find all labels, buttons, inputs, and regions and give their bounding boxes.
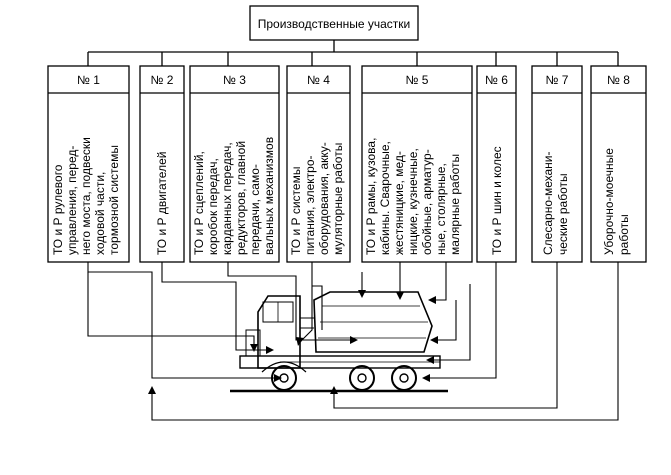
section-line: редукторов, главной	[234, 141, 248, 255]
section-text-3: ТО и Р сцеплений, коробок передач, карда…	[192, 137, 276, 255]
arrow-2	[266, 346, 274, 354]
section-number-4: № 4	[307, 73, 330, 87]
arrow-5	[358, 290, 366, 298]
section-text-7: Слесарно-механи- ческие работы	[541, 151, 570, 255]
section-text-8: Уборочно-моечные работы	[602, 148, 631, 255]
section-line: передачи, само-	[248, 164, 262, 255]
section-line: коробок передач,	[206, 158, 220, 255]
arrowheads	[148, 290, 438, 394]
section-line: питания, электро-	[303, 156, 317, 256]
dump-truck-illustration	[230, 291, 448, 393]
section-box-5	[361, 65, 473, 263]
section-number-3: № 3	[223, 73, 246, 87]
connector-2	[161, 262, 266, 351]
section-number-7: № 7	[546, 73, 569, 87]
section-line: ТО и Р шин и колес	[490, 146, 504, 255]
arrow-4	[296, 337, 304, 346]
section-line: работы	[617, 214, 631, 255]
diagram-title: Производственные участки	[258, 17, 411, 31]
section-line: малярные работы	[448, 154, 462, 255]
section-line: ТО и Р рамы, кузова,	[364, 138, 378, 255]
connector-8	[151, 262, 619, 421]
section-line: ТО и Р системы	[289, 167, 303, 255]
section-line: него моста, подвески	[79, 137, 93, 255]
connector-3	[227, 262, 350, 341]
section-line: Уборочно-моечные	[602, 148, 616, 255]
arrow-6	[422, 374, 430, 382]
section-box-4	[286, 65, 351, 263]
section-text-6: ТО и Р шин и колес	[490, 146, 504, 255]
section-text-4: ТО и Р системы питания, электро- оборудо…	[289, 142, 345, 255]
arrow-7	[330, 386, 338, 394]
section-line: управления, перед-	[65, 146, 79, 255]
section-line: жестяницкие, мед-	[392, 151, 406, 255]
section-number-2: № 2	[151, 73, 174, 87]
section-line: ТО и Р сцеплений,	[192, 151, 206, 255]
section-text-2: ТО и Р двигателей	[155, 152, 169, 255]
section-number-8: № 8	[607, 73, 630, 87]
section-line: тормозной системы	[107, 145, 121, 255]
section-line: вальных механизмов	[262, 137, 276, 255]
connector-6	[428, 262, 497, 379]
connector-1	[87, 262, 274, 379]
section-line: карданных передач,	[220, 142, 234, 255]
section-line: обойные, арматур-	[420, 149, 434, 255]
connector-lines	[87, 262, 619, 421]
section-line: ходовой части,	[93, 172, 107, 255]
section-line: ные, столярные,	[434, 163, 448, 255]
section-line: кабины. Сварочные,	[378, 141, 392, 255]
section-number-5: № 5	[406, 73, 429, 87]
section-line: оборудования, акку-	[317, 142, 331, 255]
section-text-5: ТО и Р рамы, кузова, кабины. Сварочные, …	[364, 138, 462, 255]
section-number-1: № 1	[77, 73, 100, 87]
connector-7	[333, 262, 558, 409]
section-line: ТО и Р двигателей	[155, 152, 169, 255]
section-line: ницкие, кузнечные,	[406, 148, 420, 255]
arrow-1	[274, 374, 282, 382]
arrow-3	[350, 336, 358, 344]
connector-4	[299, 262, 313, 343]
section-line: Слесарно-механи-	[541, 151, 555, 255]
section-box-3	[189, 65, 280, 263]
section-line: ТО и Р рулевого	[51, 164, 65, 255]
section-line: ческие работы	[556, 173, 570, 255]
section-text-1: ТО и Р рулевого управления, перед- него …	[51, 137, 121, 255]
section-line: муляторные работы	[331, 143, 345, 255]
section-number-6: № 6	[485, 73, 508, 87]
arrow-8	[148, 386, 156, 394]
